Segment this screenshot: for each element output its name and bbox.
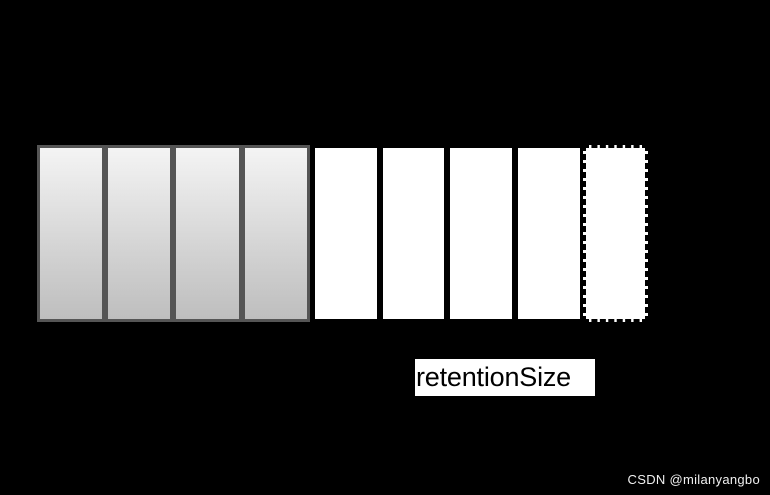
retention-size-label: retentionSize [415,359,595,396]
csdn-watermark: CSDN @milanyangbo [627,472,760,487]
log-segment-retained-1 [37,145,105,322]
log-segment-empty-8 [515,145,583,322]
log-segment-empty-7 [447,145,515,322]
log-segment-retained-3 [173,145,242,322]
log-segment-retained-4 [242,145,310,322]
log-segment-empty-6 [380,145,447,322]
log-segment-pending-9 [583,145,648,322]
log-segment-retained-2 [105,145,173,322]
log-segment-empty-5 [312,145,380,322]
